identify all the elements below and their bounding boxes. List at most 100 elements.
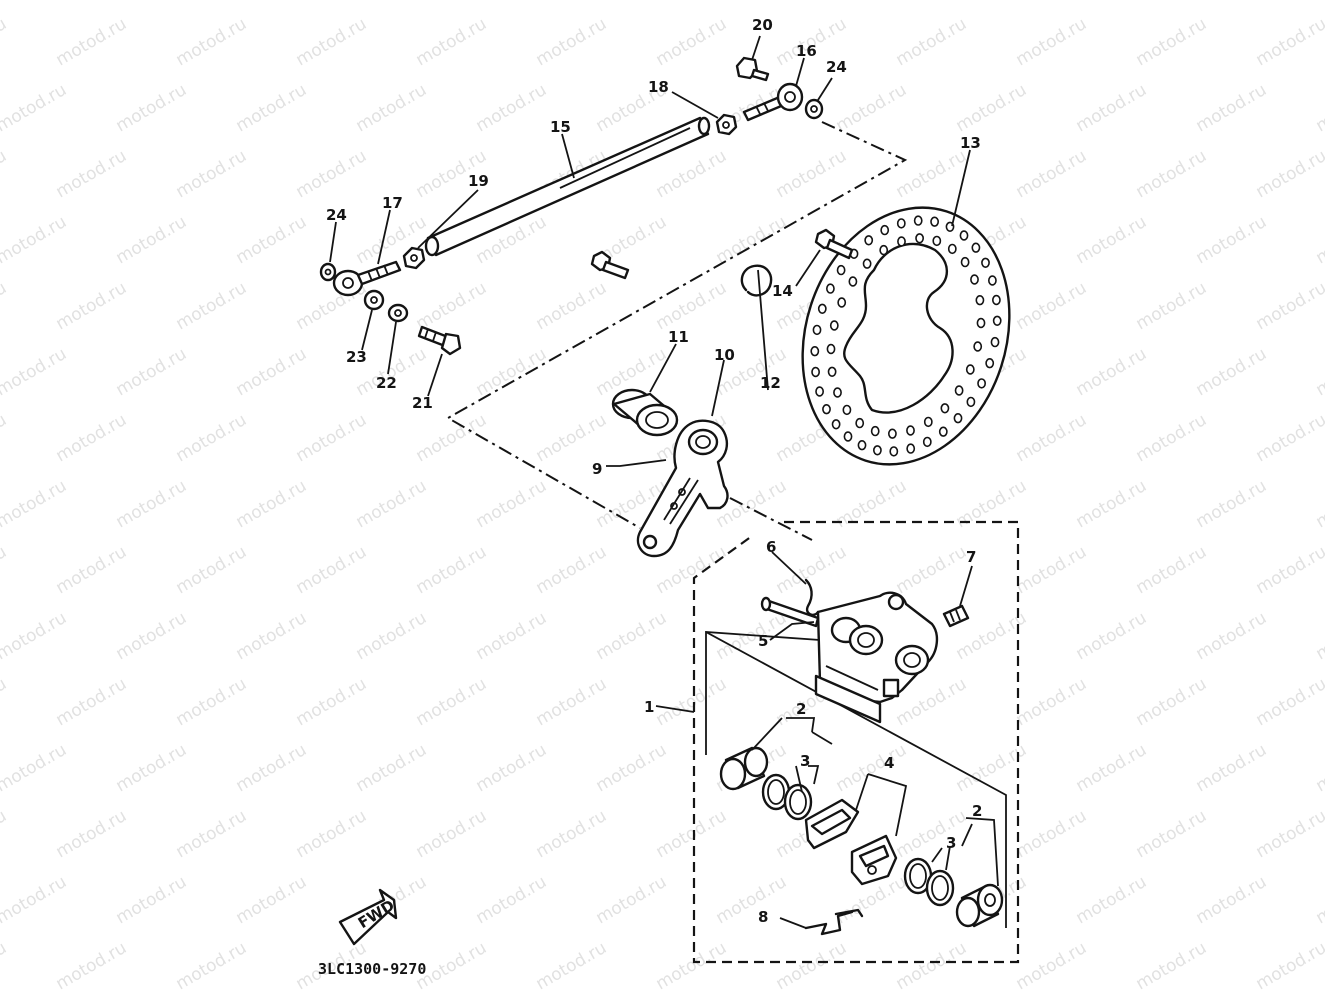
watermark-text: motod.ru <box>53 410 131 466</box>
watermark-text: motod.ru <box>173 542 251 598</box>
watermark-text: motod.ru <box>1193 0 1271 4</box>
watermark-text: motod.ru <box>293 146 371 202</box>
watermark-text: motod.ru <box>953 476 1031 532</box>
watermark-text: motod.ru <box>713 0 791 4</box>
watermark-text: motod.ru <box>413 806 491 862</box>
watermark-text: motod.ru <box>1313 740 1325 796</box>
watermark-text: motod.ru <box>0 740 70 796</box>
watermark-text: motod.ru <box>1313 476 1325 532</box>
disc-hole <box>826 343 836 355</box>
watermark-text: motod.ru <box>893 14 971 70</box>
watermark-text: motod.ru <box>233 476 311 532</box>
watermark-text: motod.ru <box>533 938 611 994</box>
watermark-text: motod.ru <box>413 542 491 598</box>
watermark-text: motod.ru <box>653 14 731 70</box>
diagram-code: 3LC1300-9270 <box>318 960 426 978</box>
disc-hole <box>992 294 1001 306</box>
watermark-text: motod.ru <box>293 14 371 70</box>
watermark-text: motod.ru <box>113 80 191 136</box>
watermark-text: motod.ru <box>653 806 731 862</box>
watermark-text: motod.ru <box>653 278 731 334</box>
leader-lines <box>329 35 999 929</box>
disc-hole <box>977 378 986 389</box>
watermark-text: motod.ru <box>53 146 131 202</box>
watermark-text: motod.ru <box>1193 344 1271 400</box>
nut-20 <box>735 56 770 82</box>
watermark-text: motod.ru <box>1073 344 1151 400</box>
watermark-text: motod.ru <box>0 608 70 664</box>
watermark-text: motod.ru <box>593 740 671 796</box>
watermark-text: motod.ru <box>1013 542 1091 598</box>
pad-pin-5 <box>760 596 820 628</box>
watermark-text: motod.ru <box>0 806 10 862</box>
watermark-text: motod.ru <box>533 806 611 862</box>
disc-hole <box>826 283 835 294</box>
watermark-text: motod.ru <box>233 0 311 4</box>
caliper-body <box>814 591 939 724</box>
disc-hole <box>817 303 827 314</box>
watermark-text: motod.ru <box>473 80 551 136</box>
watermark-text: motod.ru <box>473 740 551 796</box>
watermark-text: motod.ru <box>293 410 371 466</box>
watermark-text: motod.ru <box>173 14 251 70</box>
caliper-assembly-box <box>692 520 1020 964</box>
disc-hole <box>954 385 964 396</box>
watermark-text: motod.ru <box>1133 278 1211 334</box>
watermark-text: motod.ru <box>0 410 10 466</box>
callout-16: 16 <box>796 42 817 60</box>
callout-21: 21 <box>412 394 433 412</box>
disc-hole <box>855 417 865 429</box>
callout-5: 5 <box>758 632 768 650</box>
watermark-text: motod.ru <box>1193 212 1271 268</box>
watermark-text: motod.ru <box>1073 212 1151 268</box>
watermark-text: motod.ru <box>233 872 311 928</box>
watermark-text: motod.ru <box>1013 146 1091 202</box>
nut-19 <box>402 246 426 270</box>
disc-holes <box>810 215 1002 457</box>
callout-11: 11 <box>668 328 689 346</box>
watermark-text: motod.ru <box>1193 80 1271 136</box>
callout-3-left: 3 <box>800 752 810 770</box>
fwd-arrow-icon: FWD <box>338 888 398 946</box>
watermark-text: motod.ru <box>113 0 191 4</box>
disc-hole <box>836 264 846 276</box>
seal-left-b <box>783 783 813 821</box>
watermark-text: motod.ru <box>1133 410 1211 466</box>
disc-hole <box>959 230 969 241</box>
watermark-text: motod.ru <box>833 80 911 136</box>
watermark-text: motod.ru <box>113 212 191 268</box>
disc-hole <box>906 425 915 436</box>
watermark-text: motod.ru <box>1253 806 1325 862</box>
bolt-14 <box>814 228 854 260</box>
watermark-text: motod.ru <box>1253 410 1325 466</box>
bleed-screw-7 <box>942 604 970 628</box>
watermark-text: motod.ru <box>53 278 131 334</box>
watermark-text: motod.ru <box>893 542 971 598</box>
callout-3-right: 3 <box>946 834 956 852</box>
watermark-text: motod.ru <box>1193 740 1271 796</box>
callout-9: 9 <box>592 460 602 478</box>
watermark-text: motod.ru <box>233 80 311 136</box>
watermark-text: motod.ru <box>893 806 971 862</box>
watermark-text: motod.ru <box>1313 872 1325 928</box>
disc-hole <box>970 274 979 285</box>
callout-13: 13 <box>960 134 981 152</box>
disc-hole <box>862 258 872 269</box>
watermark-text: motod.ru <box>473 872 551 928</box>
watermark-text: motod.ru <box>953 80 1031 136</box>
watermark-text: motod.ru <box>413 410 491 466</box>
watermark-text: motod.ru <box>1073 872 1151 928</box>
watermark-text: motod.ru <box>173 146 251 202</box>
piston-right <box>955 883 1004 928</box>
callout-19: 19 <box>468 172 489 190</box>
disc-hole <box>922 436 932 448</box>
watermark-text: motod.ru <box>1073 476 1151 532</box>
watermark-text: motod.ru <box>173 278 251 334</box>
watermark-text: motod.ru <box>833 740 911 796</box>
callout-20: 20 <box>752 16 773 34</box>
disc-hole <box>940 403 950 414</box>
watermark-text: motod.ru <box>953 0 1031 4</box>
watermark-text: motod.ru <box>0 0 70 4</box>
brake-pad-a <box>804 798 860 850</box>
watermark-text: motod.ru <box>1313 212 1325 268</box>
